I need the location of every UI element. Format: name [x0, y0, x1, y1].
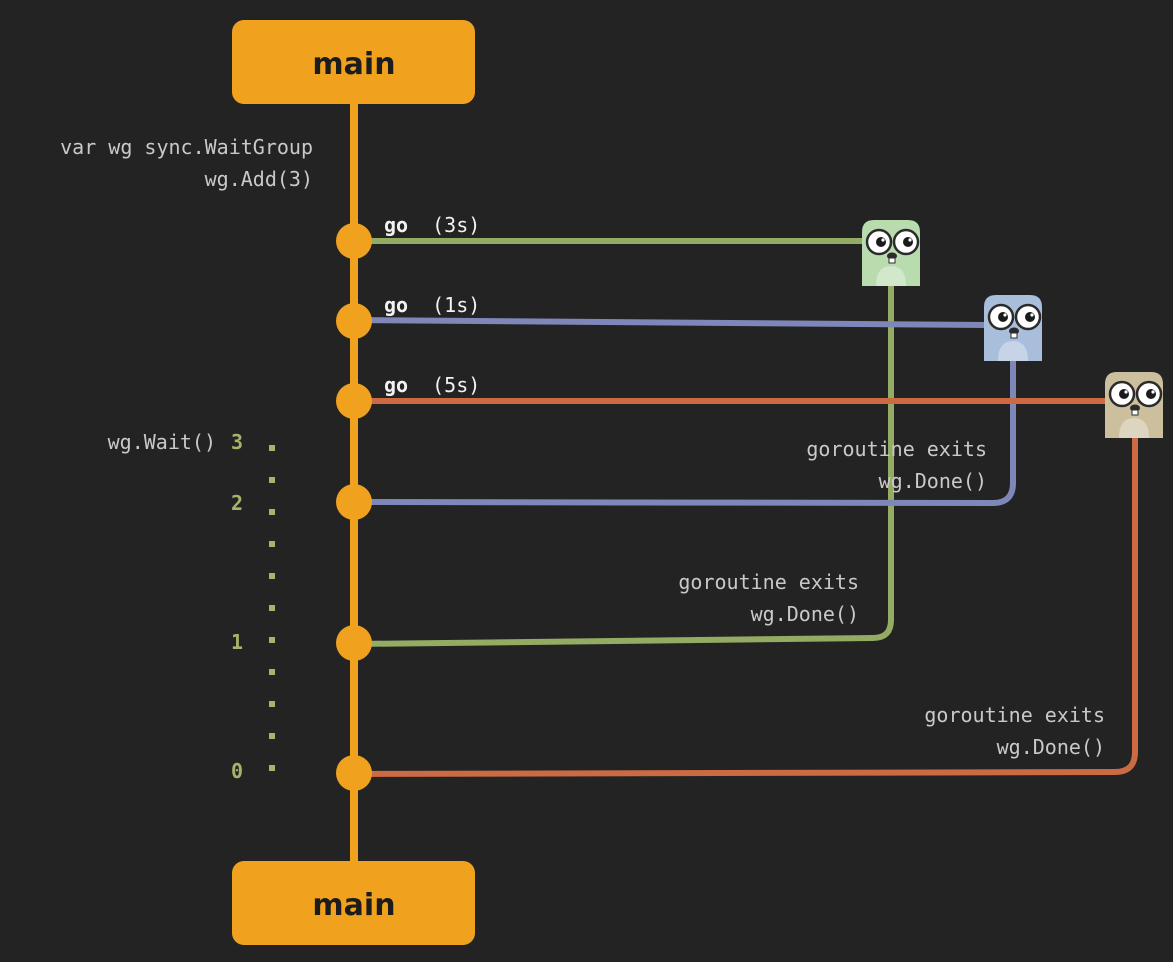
- count-1: 1: [231, 630, 243, 654]
- go-label-1s: go (1s): [384, 293, 480, 317]
- gopher-5s-icon: [1105, 372, 1163, 440]
- go-label-3s: go (3s): [384, 213, 480, 237]
- go-keyword: go: [384, 293, 408, 317]
- done-label-3s: wg.Done(): [751, 602, 859, 626]
- main-start-label: main: [312, 47, 395, 82]
- waitgroup-declaration: var wg sync.WaitGroup: [60, 135, 313, 159]
- done-label-5s: wg.Done(): [997, 735, 1105, 759]
- waitgroup-add: wg.Add(3): [205, 167, 313, 191]
- gopher-3s-icon: [862, 220, 920, 288]
- count-3: 3: [231, 430, 243, 454]
- done-node-count-1: [336, 625, 372, 661]
- done-label-1s: wg.Done(): [879, 469, 987, 493]
- main-end-box: main: [232, 861, 475, 945]
- spawn-node-5s: [336, 383, 372, 419]
- count-2: 2: [231, 491, 243, 515]
- done-node-count-2: [336, 484, 372, 520]
- wait-dotted-line: [269, 445, 275, 771]
- goroutine-5s-connector: [351, 398, 1138, 777]
- go-arg: (1s): [432, 293, 480, 317]
- spawn-node-3s: [336, 223, 372, 259]
- exit-label-1s: goroutine exits: [806, 437, 987, 461]
- goroutine-1s-connector: [351, 317, 1016, 506]
- main-start-box: main: [232, 20, 475, 104]
- go-keyword: go: [384, 373, 408, 397]
- main-end-label: main: [312, 888, 395, 923]
- go-keyword: go: [384, 213, 408, 237]
- gopher-1s-icon: [984, 295, 1042, 363]
- done-node-count-0: [336, 755, 372, 791]
- exit-label-5s: goroutine exits: [924, 703, 1105, 727]
- exit-label-3s: goroutine exits: [678, 570, 859, 594]
- wait-label: wg.Wait(): [108, 430, 216, 454]
- count-0: 0: [231, 759, 243, 783]
- spawn-node-1s: [336, 303, 372, 339]
- go-arg: (5s): [432, 373, 480, 397]
- go-arg: (3s): [432, 213, 480, 237]
- go-label-5s: go (5s): [384, 373, 480, 397]
- goroutine-3s-connector: [351, 238, 894, 647]
